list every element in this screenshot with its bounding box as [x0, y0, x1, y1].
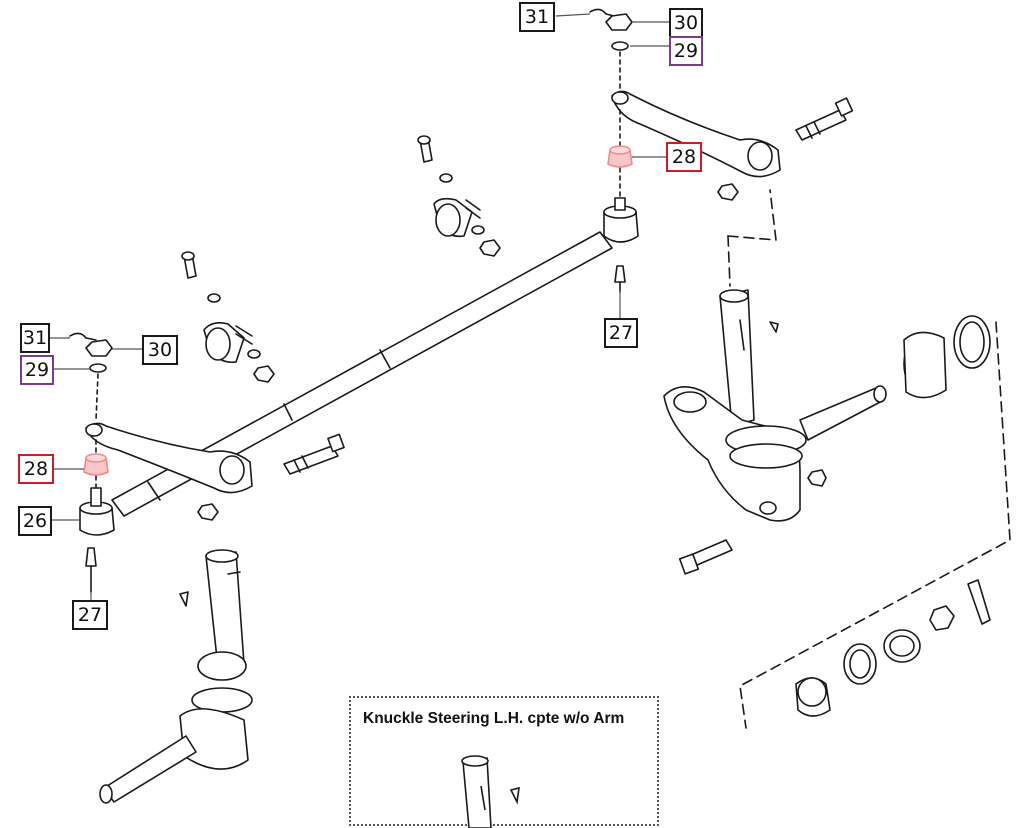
callout-26: 26	[18, 506, 52, 536]
tie-rod-end-left	[79, 487, 115, 593]
clamp-upper	[417, 135, 501, 257]
steering-arm-right	[611, 90, 854, 201]
hardware-stack-right	[589, 8, 633, 197]
tie-rod	[111, 231, 613, 517]
hub-frame-dashed	[727, 189, 1011, 729]
steering-knuckle-left	[99, 549, 253, 804]
bushing-highlight-left	[83, 453, 109, 476]
callout-leaders	[50, 13, 670, 600]
callout-27-left: 27	[72, 600, 108, 630]
steering-knuckle-right	[663, 289, 887, 575]
callout-29-left: 29	[20, 355, 54, 385]
callout-28-left: 28	[18, 454, 54, 484]
inset-title: Knuckle Steering L.H. cpte w/o Arm	[363, 710, 625, 727]
callout-31-top: 31	[519, 2, 555, 32]
callout-31-left: 31	[20, 323, 50, 353]
callout-29-top: 29	[669, 36, 703, 66]
callout-27-right: 27	[604, 318, 638, 348]
hub-bearing-set	[795, 315, 991, 717]
tie-rod-end-right	[603, 197, 639, 293]
callout-28-top: 28	[666, 142, 702, 172]
clamp-lower	[181, 251, 275, 383]
callout-30-left: 30	[142, 335, 178, 365]
hardware-stack-left	[69, 332, 113, 489]
steering-arm-left	[85, 422, 345, 521]
bushing-highlight-right	[607, 145, 633, 168]
inset-knuckle-lh[interactable]: Knuckle Steering L.H. cpte w/o Arm	[349, 696, 659, 828]
inset-knuckle-drawing	[461, 755, 520, 828]
callout-30-top: 30	[669, 8, 703, 38]
